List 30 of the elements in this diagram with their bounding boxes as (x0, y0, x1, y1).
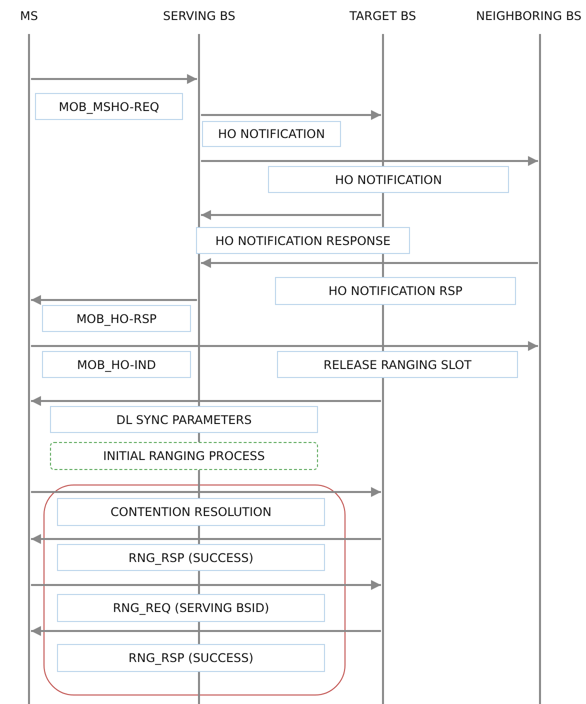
message-label: MOB_HO-RSP (42, 305, 191, 332)
message-arrow (31, 580, 381, 590)
message-arrow (31, 487, 381, 497)
process-box: INITIAL RANGING PROCESS (50, 442, 318, 470)
message-label: HO NOTIFICATION (268, 166, 509, 193)
lifeline-heading: SERVING BS (163, 8, 236, 24)
message-arrow (201, 110, 381, 120)
message-arrow (31, 534, 381, 544)
message-arrow (31, 396, 381, 406)
message-label: RNG_RSP (SUCCESS) (57, 644, 325, 672)
lifeline-heading: MS (20, 8, 38, 24)
message-arrow (31, 295, 197, 305)
message-label: DL SYNC PARAMETERS (50, 406, 318, 433)
message-arrow (31, 74, 197, 84)
message-label: RNG_RSP (SUCCESS) (57, 544, 325, 571)
message-arrow (201, 156, 538, 166)
message-label: HO NOTIFICATION RSP (275, 277, 516, 305)
message-label: MOB_HO-IND (42, 351, 191, 378)
message-label: CONTENTION RESOLUTION (57, 498, 325, 526)
message-label: RNG_REQ (SERVING BSID) (57, 594, 325, 622)
lifeline-heading: NEIGHBORING BS (476, 8, 582, 24)
message-arrow (31, 341, 538, 351)
message-label: HO NOTIFICATION RESPONSE (196, 227, 410, 254)
lifeline-heading: TARGET BS (350, 8, 416, 24)
message-label: HO NOTIFICATION (202, 121, 341, 147)
message-arrow (31, 626, 381, 636)
message-arrow (201, 210, 381, 220)
message-arrow (201, 258, 538, 268)
message-label: MOB_MSHO-REQ (35, 93, 183, 120)
message-label: RELEASE RANGING SLOT (277, 351, 518, 378)
